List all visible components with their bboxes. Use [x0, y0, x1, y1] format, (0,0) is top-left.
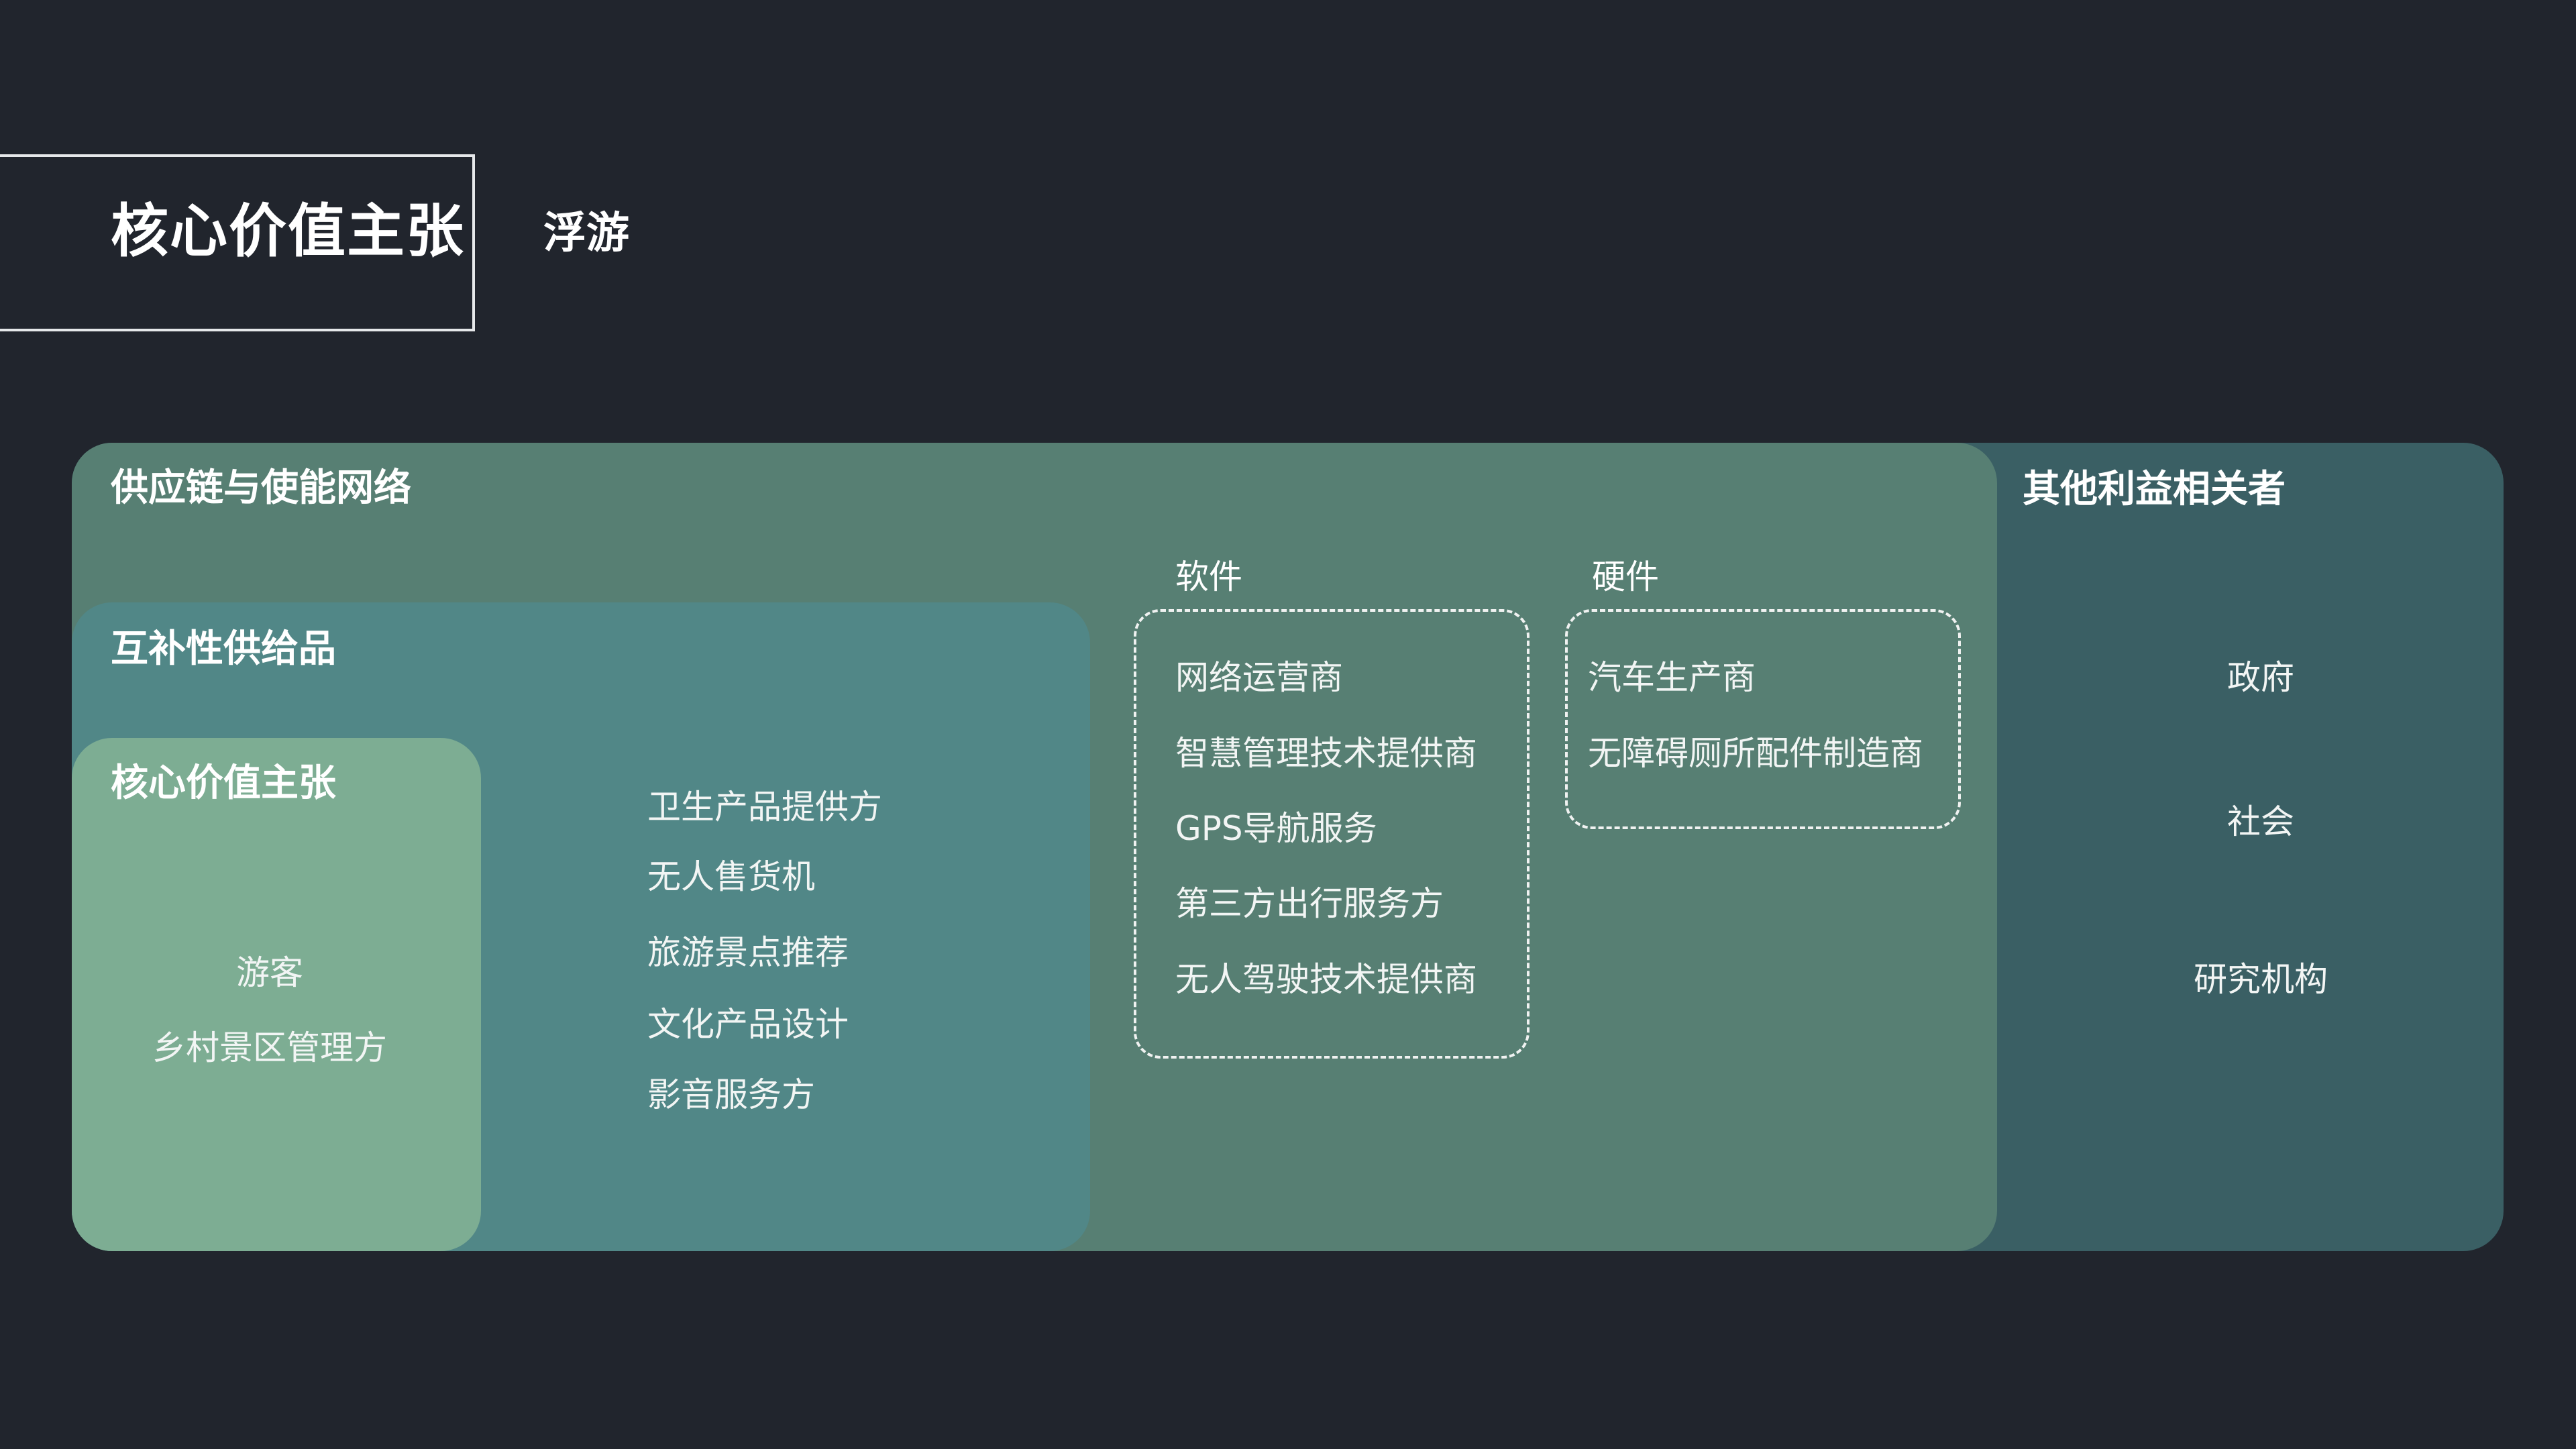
hardware-item: 无障碍厕所配件制造商 — [1588, 734, 1923, 773]
core-value-item: 游客 — [236, 953, 303, 992]
core-value-heading: 核心价值主张 — [111, 761, 336, 805]
stakeholder-item: 研究机构 — [2194, 960, 2328, 999]
software-label: 软件 — [1175, 557, 1242, 596]
stakeholder-item: 社会 — [2227, 802, 2294, 841]
core-value-item: 乡村景区管理方 — [152, 1028, 387, 1067]
page-title: 核心价值主张 — [111, 198, 465, 265]
software-item: 无人驾驶技术提供商 — [1175, 960, 1477, 999]
software-item: 网络运营商 — [1175, 658, 1343, 697]
hardware-group — [1565, 609, 1961, 829]
software-item: 第三方出行服务方 — [1175, 884, 1444, 923]
software-item: GPS导航服务 — [1175, 809, 1377, 848]
supply-chain-heading: 供应链与使能网络 — [111, 466, 411, 510]
hardware-item: 汽车生产商 — [1588, 658, 1756, 697]
stakeholder-item: 政府 — [2227, 658, 2294, 697]
complement-item: 文化产品设计 — [647, 1005, 849, 1044]
software-group — [1134, 609, 1529, 1059]
page-subtitle: 浮游 — [543, 209, 629, 258]
title-frame — [0, 154, 475, 331]
complement-item: 影音服务方 — [647, 1075, 815, 1114]
complement-item: 旅游景点推荐 — [647, 933, 849, 972]
complement-item: 卫生产品提供方 — [647, 788, 882, 826]
hardware-label: 硬件 — [1592, 557, 1659, 596]
stakeholders-heading: 其他利益相关者 — [2023, 468, 2286, 511]
software-item: 智慧管理技术提供商 — [1175, 734, 1477, 773]
complements-heading: 互补性供给品 — [111, 627, 336, 671]
core-value-box — [72, 738, 481, 1251]
complement-item: 无人售货机 — [647, 857, 815, 896]
